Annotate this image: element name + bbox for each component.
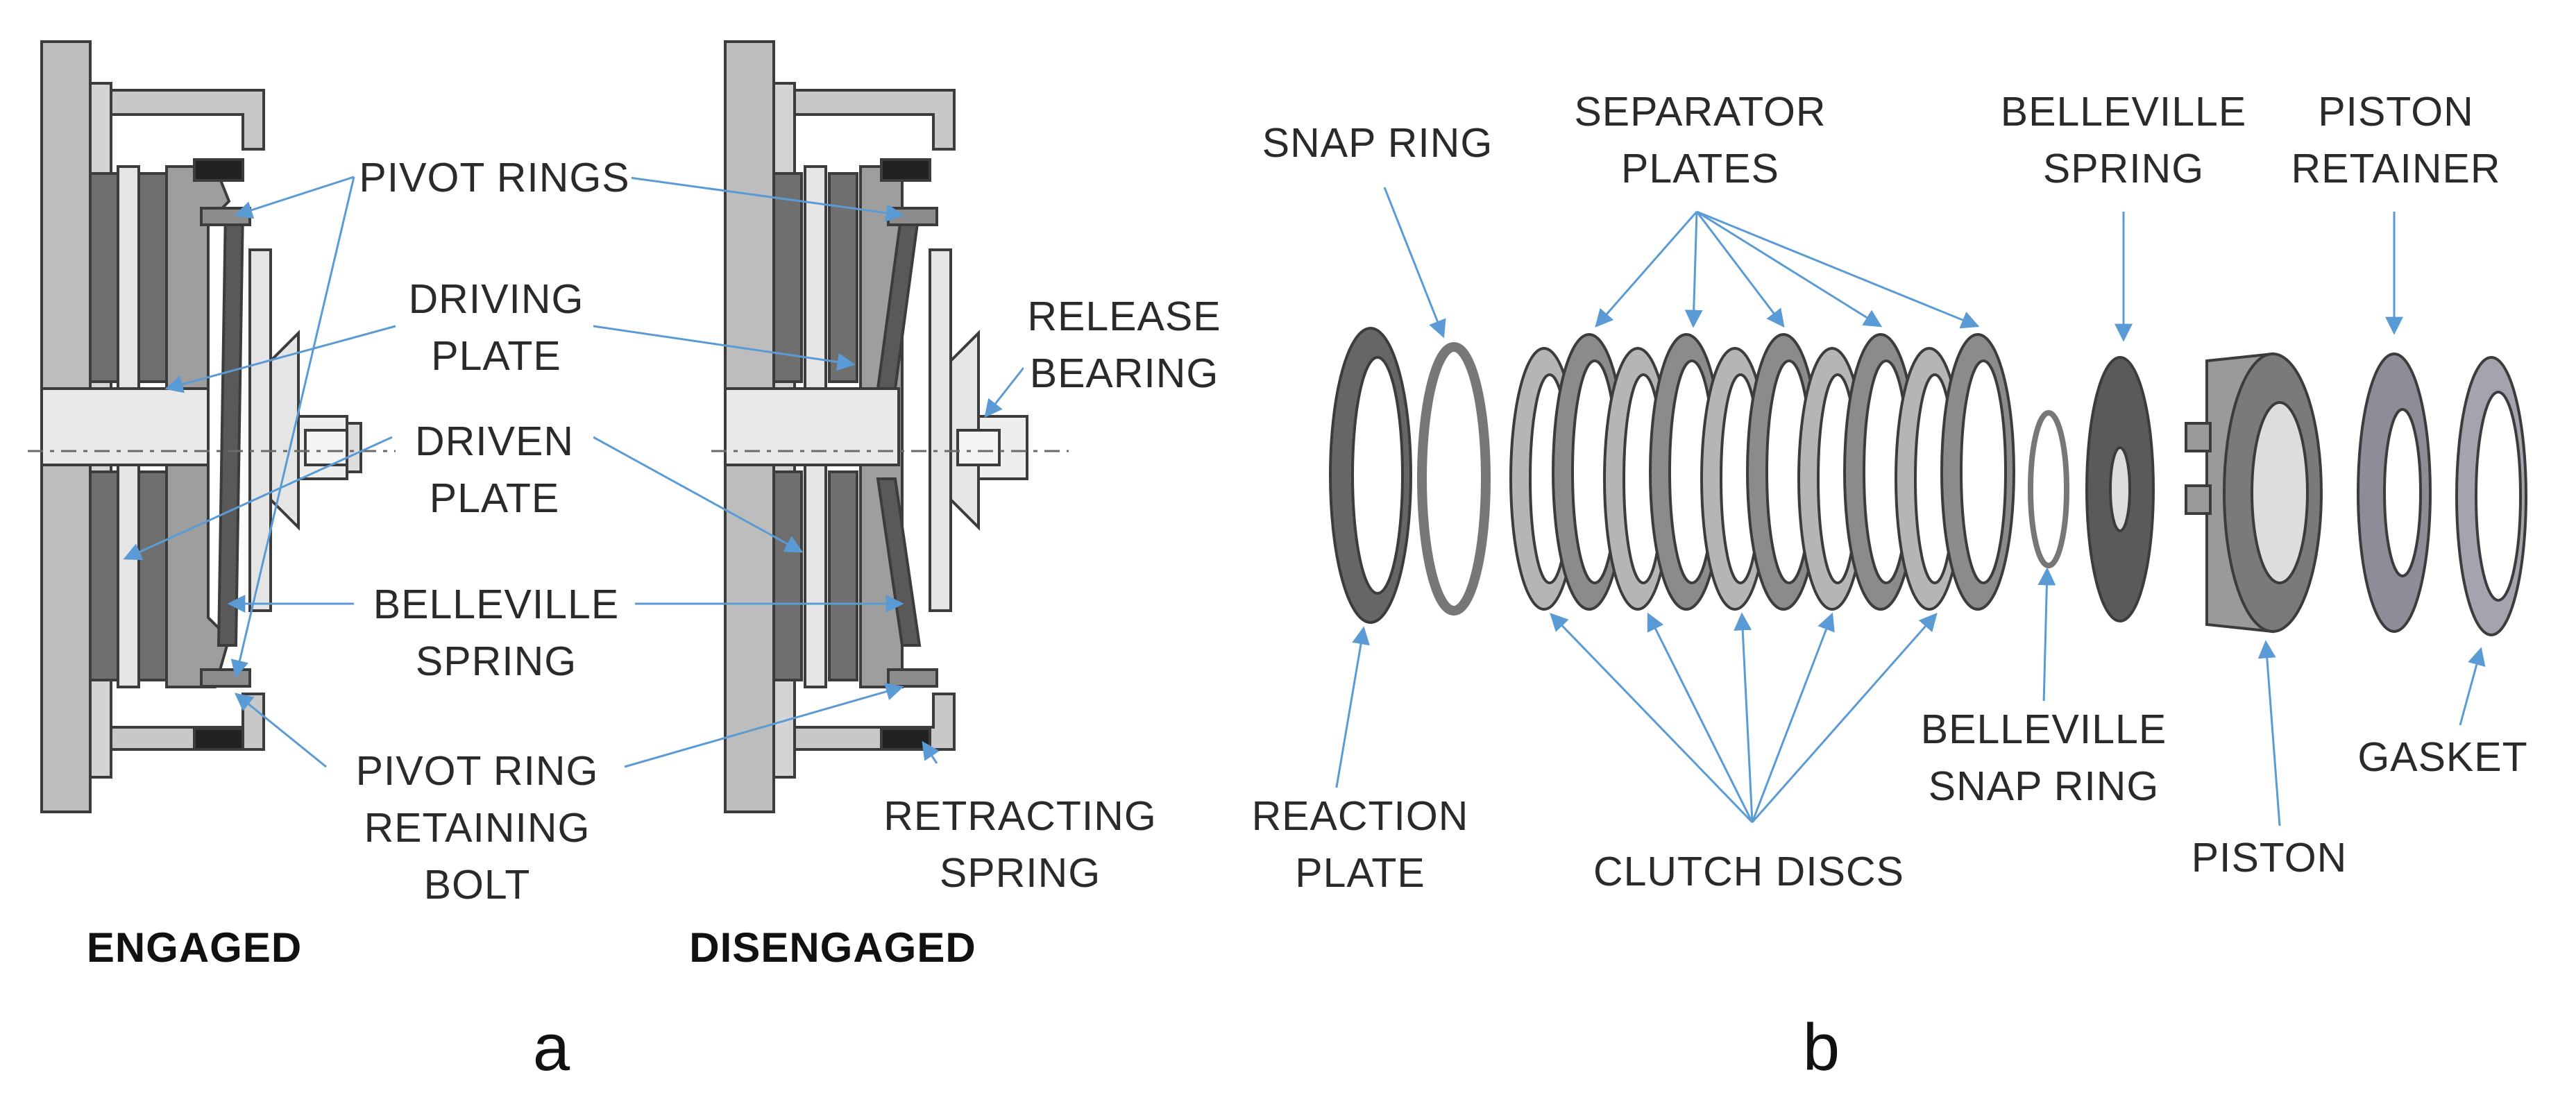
label-release-bearing: RELEASE BEARING: [1024, 288, 1225, 402]
label-clutch-discs: CLUTCH DISCS: [1579, 843, 1919, 900]
panel-label-b: b: [1802, 1010, 1841, 1085]
label-driven-plate: DRIVEN PLATE: [396, 413, 593, 527]
piston-part: [2185, 352, 2323, 634]
belleville-spring-part: [2085, 356, 2155, 622]
disengaged-cross-section: [724, 40, 1028, 813]
engaged-cross-section: [40, 40, 362, 813]
plate-stack: [1509, 333, 2015, 611]
gasket-part: [2455, 356, 2527, 636]
label-piston: PISTON: [2179, 829, 2359, 886]
piston-retainer-part: [2357, 353, 2432, 633]
panel-label-a: a: [532, 1010, 571, 1085]
panel-b-leaders: [1334, 187, 2486, 826]
label-snap-ring: SNAP RING: [1249, 114, 1506, 171]
label-driving-plate: DRIVING PLATE: [399, 271, 593, 384]
label-separator-plates: SEPARATOR PLATES: [1568, 83, 1832, 197]
exploded-view: [1329, 327, 2527, 636]
label-belleville-spring-a: BELLEVILLE SPRING: [357, 576, 635, 690]
label-belleville-snap-ring: BELLEVILLE SNAP RING: [1915, 701, 2172, 815]
caption-engaged: ENGAGED: [49, 919, 340, 976]
label-belleville-spring-b: BELLEVILLE SPRING: [1995, 83, 2252, 197]
reaction-plate: [1329, 327, 1412, 624]
caption-disengaged: DISENGAGED: [666, 919, 999, 976]
label-pivot-rings: PIVOT RINGS: [357, 149, 632, 206]
label-retracting-spring: RETRACTING SPRING: [881, 788, 1159, 901]
label-gasket: GASKET: [2346, 729, 2540, 786]
panel-a-leaders: [123, 176, 1025, 768]
label-piston-retainer: PISTON RETAINER: [2280, 83, 2512, 197]
label-pivot-ring-bolt: PIVOT RING RETAINING BOLT: [330, 743, 625, 913]
label-reaction-plate: REACTION PLATE: [1228, 788, 1492, 901]
